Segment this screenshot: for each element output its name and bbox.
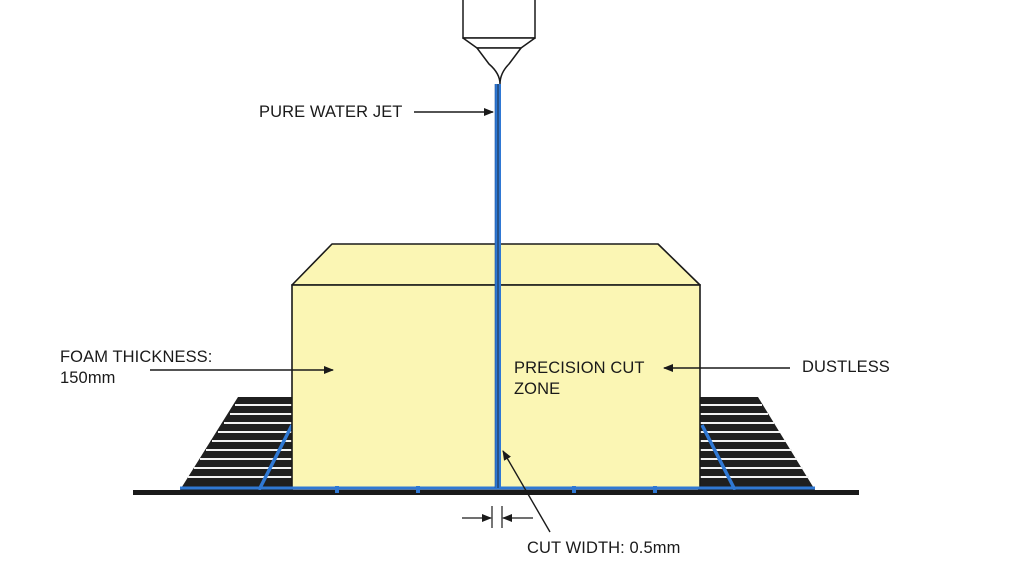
cut-width-leader-arrow — [502, 450, 551, 533]
cut-width-dimension — [462, 506, 533, 528]
dustless-label: DUSTLESS — [802, 358, 890, 376]
left-support-grate — [180, 397, 294, 491]
water-jet-label: PURE WATER JET — [259, 103, 403, 121]
foam-thickness-label-line1: FOAM THICKNESS: — [60, 348, 213, 366]
precision-cut-label-line2: ZONE — [514, 380, 561, 398]
water-jet-nozzle-icon — [462, 0, 536, 85]
water-jet-stream — [494, 84, 501, 488]
precision-cut-label-line1: PRECISION CUT — [514, 359, 645, 377]
cut-width-label: CUT WIDTH: 0.5mm — [527, 539, 681, 557]
foam-thickness-label-line2: 150mm — [60, 369, 116, 387]
right-support-grate — [698, 397, 815, 491]
